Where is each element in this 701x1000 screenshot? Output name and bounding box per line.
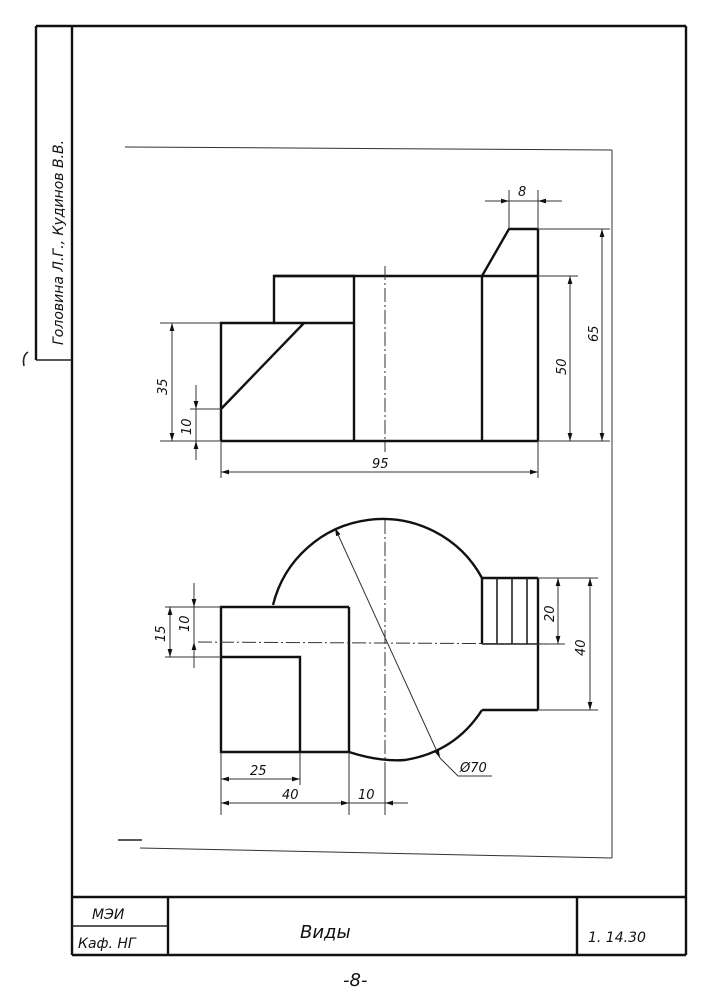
dim-height-65: 65	[587, 325, 602, 342]
title-block-code: 1. 14.30	[588, 930, 646, 946]
dim-plan-20: 20	[543, 605, 558, 622]
dim-diameter-70: Ø70	[459, 761, 487, 776]
dim-height-50: 50	[555, 358, 570, 375]
dim-plan-15: 15	[154, 625, 169, 642]
title-block-department: Каф. НГ	[78, 936, 137, 952]
page-number: -8-	[343, 970, 367, 991]
front-view	[219, 227, 540, 452]
title-block	[72, 895, 686, 957]
dim-width-95: 95	[372, 457, 389, 472]
plan-view	[197, 517, 561, 772]
title-block-title: Виды	[300, 922, 351, 943]
dim-plan-10-bottom: 10	[358, 788, 375, 803]
dim-top-8: 8	[518, 185, 526, 200]
dim-plan-40-right: 40	[574, 639, 589, 656]
dim-plan-10: 10	[178, 615, 193, 632]
dim-plan-25: 25	[250, 764, 267, 779]
front-dimensions: 8 35 10 50 65 95	[156, 185, 610, 478]
author-text: Головина Л.Г., Кудинов В.В.	[51, 140, 67, 345]
dim-height-10: 10	[180, 418, 195, 435]
dim-plan-40-bottom: 40	[282, 788, 299, 803]
plan-dimensions: 15 10 20 40 25 40 10 Ø70	[154, 527, 598, 815]
sheet-border	[22, 24, 688, 955]
title-block-org: МЭИ	[92, 907, 125, 923]
view-frame	[118, 146, 613, 859]
dim-height-35: 35	[156, 378, 171, 395]
